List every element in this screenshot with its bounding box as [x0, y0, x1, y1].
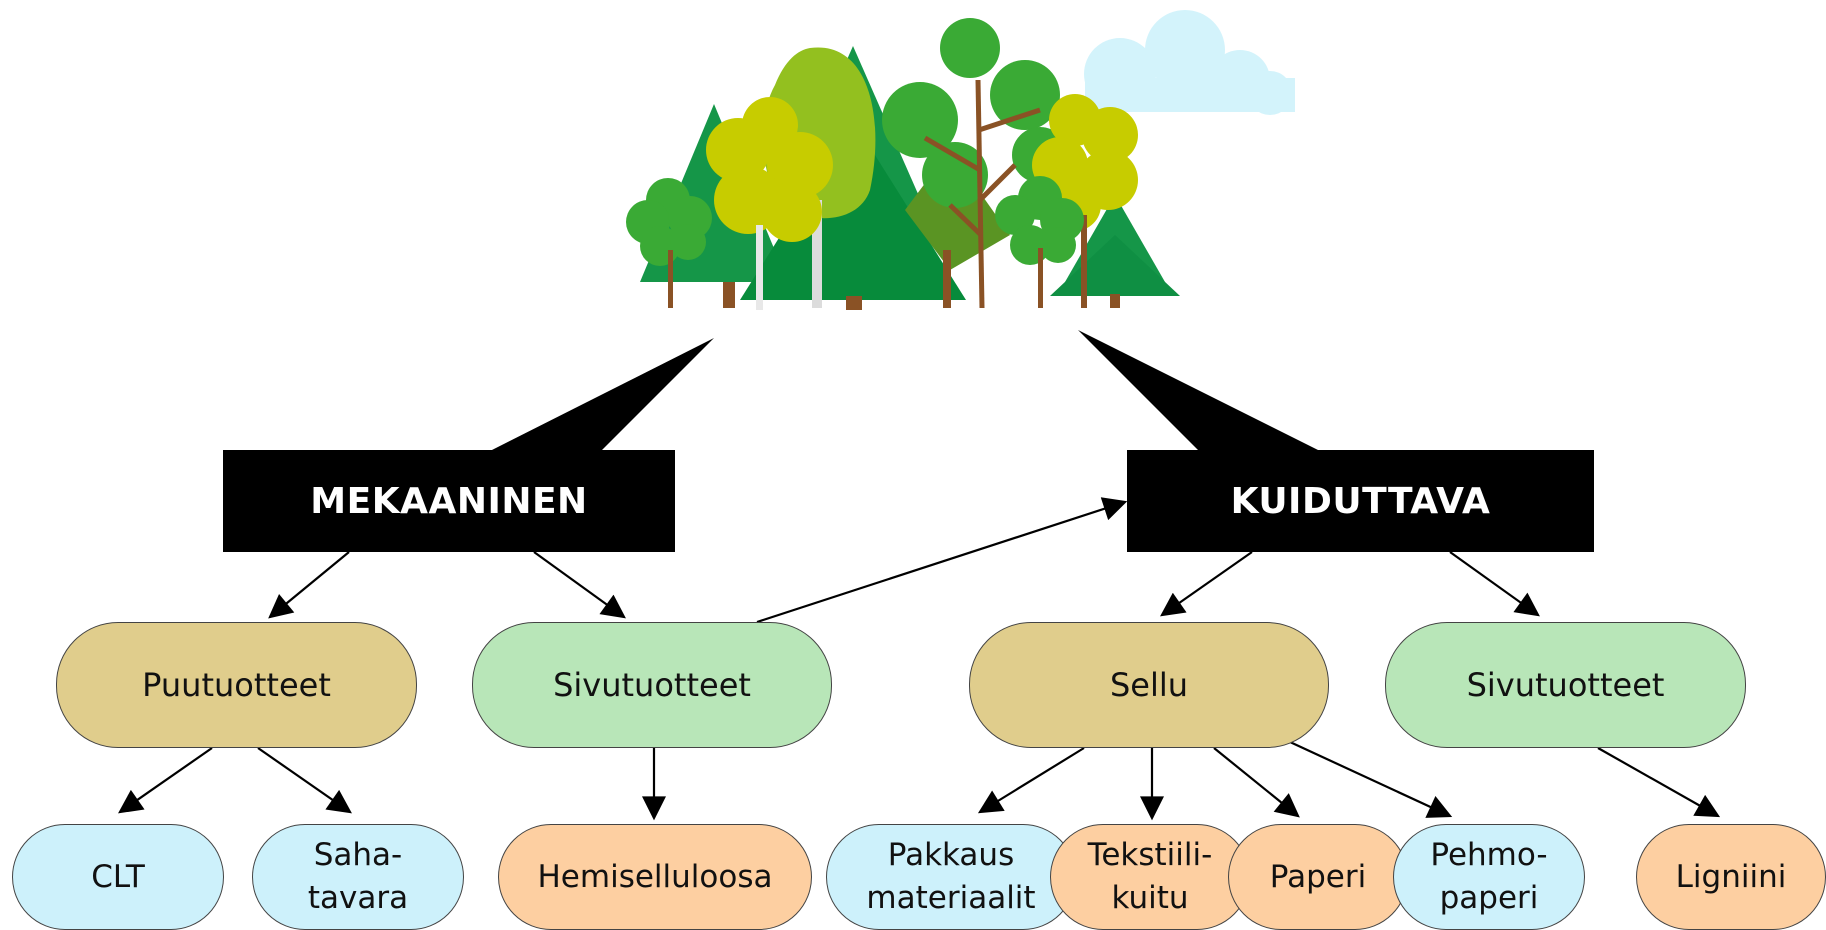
arrow-puutuotteet-sahatavara [257, 747, 352, 814]
node-sivutuotteet-mekaaninen: Sivutuotteet [472, 622, 832, 748]
node-label: Saha- tavara [307, 837, 409, 916]
node-label: CLT [91, 858, 145, 895]
node-sahatavara: Saha- tavara [252, 824, 464, 930]
cloud-icon [1084, 10, 1295, 115]
wedge-to-kuiduttava [1078, 330, 1322, 452]
node-sivutuotteet-kuiduttava: Sivutuotteet [1385, 622, 1746, 748]
wedge-to-mekaaninen [488, 338, 714, 452]
node-sellu: Sellu [969, 622, 1329, 748]
node-label: Pehmo- paperi [1430, 837, 1548, 916]
arrow-sivutuotteet-ligniini [1597, 747, 1721, 818]
arrow-kui-sellu [1160, 551, 1253, 617]
node-clt: CLT [12, 824, 224, 930]
node-hemiselluloosa: Hemiselluloosa [498, 824, 812, 930]
arrow-sivutuotteet-kuiduttava [756, 497, 1128, 624]
node-paperi: Paperi [1228, 824, 1408, 930]
tree-icon [706, 97, 833, 310]
category-mekaaninen: MEKAANINEN [223, 450, 675, 552]
arrow-sellu-pakkaus [977, 747, 1085, 814]
node-ligniini: Ligniini [1636, 824, 1826, 930]
node-label: Puutuotteet [142, 666, 331, 704]
tree-icon [995, 176, 1084, 308]
tree-icon [626, 178, 712, 308]
node-pakkausmateriaalit: Pakkaus materiaalit [826, 824, 1076, 930]
node-label: Paperi [1269, 858, 1367, 895]
node-label: Sivutuotteet [1466, 666, 1665, 704]
arrow-sellu-pehmopaperi [1289, 741, 1453, 818]
node-label: Ligniini [1675, 858, 1787, 895]
node-pehmopaperi: Pehmo- paperi [1393, 824, 1585, 930]
arrow-kui-sivutuotteet [1449, 551, 1540, 617]
node-label: Sellu [1109, 666, 1189, 704]
node-puutuotteet: Puutuotteet [56, 622, 417, 748]
node-label: Hemiselluloosa [537, 858, 773, 895]
node-label: Pakkaus materiaalit [866, 837, 1036, 916]
arrow-sellu-paperi [1213, 747, 1300, 818]
arrow-mek-puutuotteet [268, 551, 350, 619]
arrow-puutuotteet-clt [118, 747, 213, 814]
arrow-mek-sivutuotteet [533, 551, 626, 619]
node-tekstiilikuitu: Tekstiili- kuitu [1050, 824, 1250, 930]
category-kuiduttava: KUIDUTTAVA [1127, 450, 1594, 552]
node-label: Sivutuotteet [553, 666, 751, 704]
node-label: Tekstiili- kuitu [1087, 837, 1213, 916]
